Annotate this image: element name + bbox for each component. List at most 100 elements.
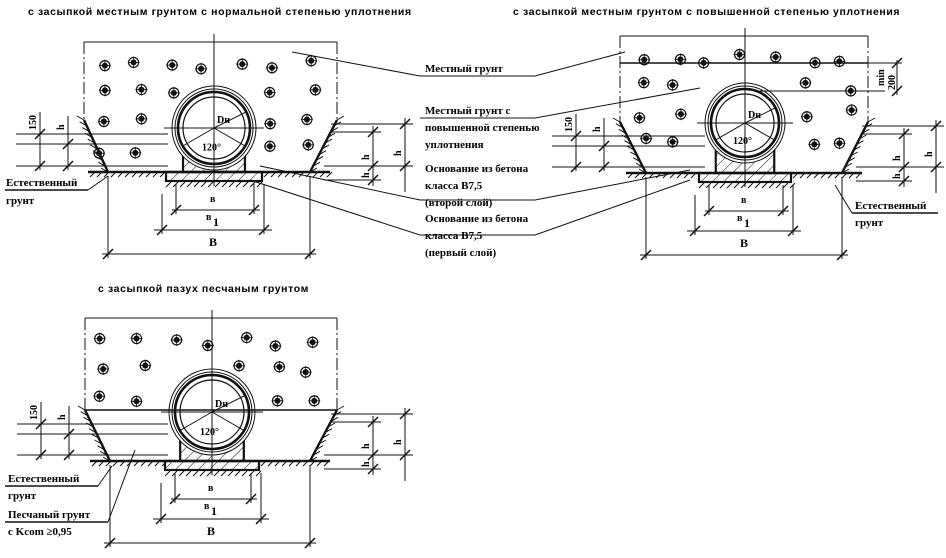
soil-hatch xyxy=(80,411,89,417)
soil-hatch xyxy=(847,157,856,163)
soil-hatch xyxy=(178,470,185,477)
soil-hatch xyxy=(630,151,638,157)
bedding-angle-label: 120° xyxy=(733,136,752,147)
soil-hatch xyxy=(213,470,220,477)
soil-dot xyxy=(807,137,821,152)
soil-hatch xyxy=(164,470,171,477)
dim-b-label: в xyxy=(210,194,216,205)
soil-hatch xyxy=(627,172,634,179)
soil-dot xyxy=(639,131,653,146)
soil-hatch xyxy=(186,181,193,188)
soil-hatch xyxy=(192,470,199,477)
soil-hatch xyxy=(827,172,834,179)
soil-hatch xyxy=(165,181,172,188)
soil-hatch xyxy=(698,182,705,189)
soil-dot xyxy=(97,114,111,129)
soil-hatch xyxy=(315,445,324,451)
soil-hatch xyxy=(214,181,221,188)
soil-hatch xyxy=(312,450,321,456)
soil-hatch xyxy=(267,460,274,467)
soil-hatch xyxy=(336,405,345,411)
soil-hatch xyxy=(96,171,103,178)
dimension-tick xyxy=(777,205,789,217)
soil-hatch xyxy=(726,182,733,189)
dimension-tick xyxy=(703,205,715,217)
dimension-tick xyxy=(35,449,47,461)
dim-h1-label: h xyxy=(361,154,372,160)
legend-concrete-second-line1: Основание из бетона xyxy=(425,163,529,175)
soil-hatch xyxy=(321,433,330,439)
diameter-line xyxy=(744,107,776,124)
soil-dot xyxy=(134,82,149,97)
soil-hatch xyxy=(855,172,862,179)
dim-b-label: в xyxy=(741,195,747,206)
soil-dot xyxy=(165,58,179,72)
soil-hatch xyxy=(844,162,853,168)
soil-hatch xyxy=(690,172,697,179)
dimension-tick xyxy=(304,248,316,260)
soil-hatch xyxy=(124,171,131,178)
soil-hatch xyxy=(288,460,295,467)
soil-hatch xyxy=(330,416,339,422)
soil-hatch xyxy=(260,460,267,467)
dim-b-label: в xyxy=(208,483,214,494)
soil-hatch xyxy=(105,460,112,467)
dimension-tick xyxy=(570,161,582,173)
soil-dot xyxy=(306,335,320,349)
dimension-tick xyxy=(245,493,257,505)
label-natural-soil-sand-2: грунт xyxy=(8,490,37,502)
soil-hatch xyxy=(119,460,126,467)
soil-dot xyxy=(832,54,847,69)
soil-hatch xyxy=(98,460,105,467)
dimension-tick xyxy=(155,513,167,525)
soil-dot xyxy=(769,50,783,64)
pipe-diameter-label: Dн xyxy=(217,115,230,126)
dimension-tick xyxy=(102,248,114,260)
trench-right-slope xyxy=(308,409,339,462)
soil-dot xyxy=(138,358,152,373)
angle-line-right xyxy=(213,127,246,147)
diameter-line xyxy=(213,111,247,129)
soil-hatch xyxy=(133,460,140,467)
dim-h3-label: h xyxy=(57,414,68,420)
label-natural-soil-left-2: грунт xyxy=(6,195,35,207)
legend-leaders xyxy=(249,51,701,236)
soil-dot xyxy=(129,394,144,408)
soil-hatch xyxy=(321,144,330,150)
soil-dot xyxy=(798,76,813,90)
soil-hatch xyxy=(185,470,192,477)
dim-h-label: h xyxy=(892,173,903,179)
trench-left-slope xyxy=(83,409,112,462)
soil-dot xyxy=(129,331,144,346)
soil-hatch xyxy=(207,181,214,188)
soil-hatch xyxy=(315,156,324,161)
soil-hatch xyxy=(648,172,655,179)
dimension-tick xyxy=(787,225,799,237)
dimension-tick xyxy=(258,224,270,236)
soil-hatch xyxy=(154,460,161,467)
soil-hatch xyxy=(255,470,262,477)
soil-hatch xyxy=(761,182,768,189)
soil-hatch xyxy=(318,439,327,445)
soil-dot xyxy=(93,332,107,346)
soil-hatch xyxy=(820,172,827,179)
soil-hatch xyxy=(103,171,110,178)
soil-hatch xyxy=(227,470,234,477)
dimension-tick xyxy=(248,204,260,216)
dimension-tick xyxy=(930,120,942,132)
dimension-tick xyxy=(304,537,316,549)
dim-B-label: B xyxy=(740,236,748,250)
legend-compacted-soil-line3: уплотнения xyxy=(425,139,484,151)
soil-hatch xyxy=(782,182,789,189)
dimension-tick xyxy=(104,537,116,549)
legend-concrete-second-line2: класса B7,5 xyxy=(425,180,483,192)
angle-line-left xyxy=(182,127,215,147)
dimension-tick xyxy=(367,449,379,461)
soil-hatch xyxy=(83,416,91,422)
dim-b1-label: в xyxy=(737,213,743,224)
trench-right-slope xyxy=(308,119,339,173)
soil-hatch xyxy=(270,171,277,178)
